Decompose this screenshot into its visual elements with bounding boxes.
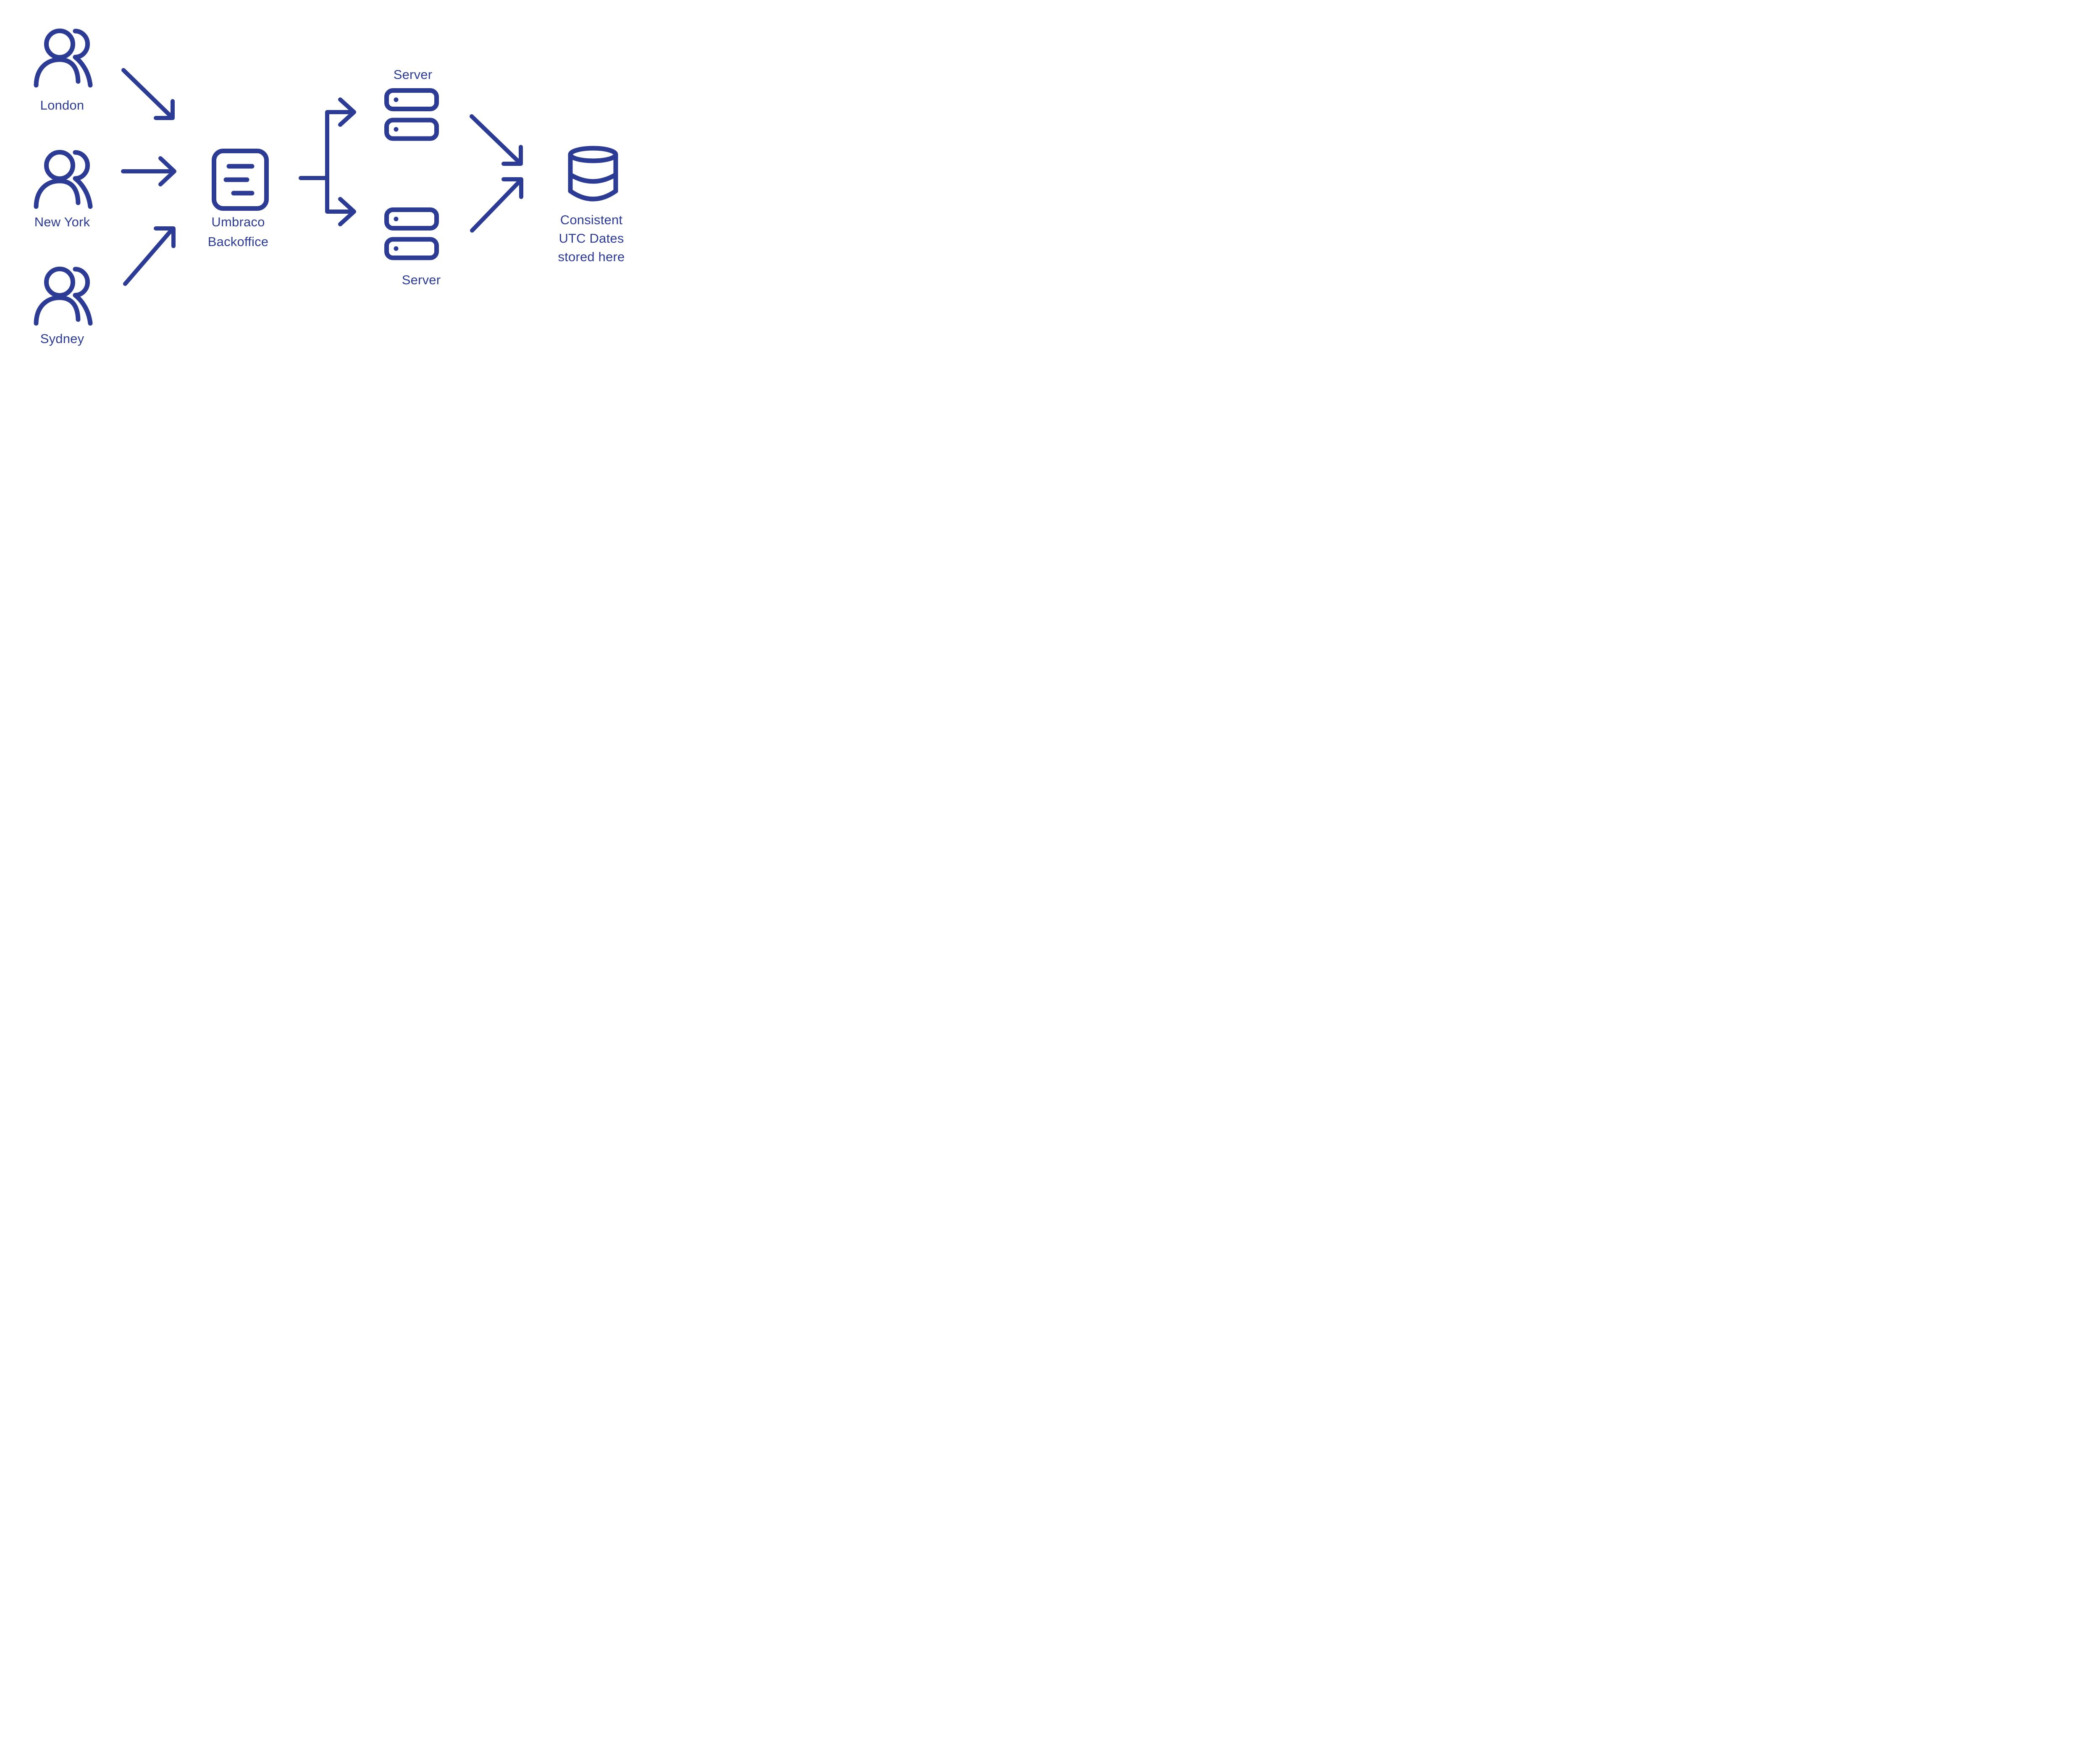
node-london: London bbox=[36, 31, 90, 113]
node-label-backoffice-line2: Backoffice bbox=[208, 234, 268, 249]
backoffice-panel-icon bbox=[212, 149, 269, 211]
database-icon bbox=[568, 146, 618, 202]
server-stack-icon bbox=[387, 210, 437, 258]
node-sydney: Sydney bbox=[36, 269, 90, 346]
node-label-backoffice-line1: Umbraco bbox=[211, 215, 265, 229]
branch-bracket bbox=[325, 110, 351, 214]
node-label-database-line1: Consistent bbox=[560, 212, 623, 227]
node-label-database-line3: stored here bbox=[558, 249, 625, 264]
arrow-head-icon bbox=[154, 226, 176, 248]
node-server-top: Server bbox=[387, 67, 437, 139]
arrow-sydney-to-backoffice bbox=[123, 226, 176, 286]
arrow-head-icon bbox=[154, 99, 175, 120]
diagram-stage: London New York Sydney bbox=[0, 0, 659, 375]
node-label-new-york: New York bbox=[34, 215, 90, 229]
arrow-server-bottom-to-database bbox=[470, 177, 523, 233]
node-label-london: London bbox=[40, 98, 84, 113]
arrow-head-icon bbox=[158, 156, 176, 186]
node-backoffice: Umbraco Backoffice bbox=[208, 149, 269, 249]
users-icon bbox=[36, 152, 90, 207]
node-label-server-bottom: Server bbox=[402, 273, 441, 287]
arrow-server-top-to-database bbox=[470, 114, 523, 166]
diagram-canvas: London New York Sydney bbox=[0, 0, 625, 346]
arrow-head-icon bbox=[338, 97, 356, 127]
users-icon bbox=[36, 31, 90, 86]
node-server-bottom: Server bbox=[387, 210, 441, 287]
node-label-server-top: Server bbox=[394, 67, 433, 82]
arrow-shaft bbox=[470, 114, 522, 165]
users-icon bbox=[36, 269, 90, 324]
arrow-shaft bbox=[470, 179, 522, 233]
node-new-york: New York bbox=[34, 152, 90, 229]
arrow-shaft bbox=[123, 227, 174, 286]
arrow-head-icon bbox=[501, 177, 523, 199]
arrow-new-york-to-backoffice bbox=[121, 156, 176, 186]
node-label-sydney: Sydney bbox=[40, 331, 84, 346]
node-label-database-line2: UTC Dates bbox=[559, 231, 624, 246]
node-database: Consistent UTC Dates stored here bbox=[558, 146, 625, 264]
arrow-head-icon bbox=[338, 197, 356, 226]
arrow-london-to-backoffice bbox=[121, 68, 175, 120]
arrow-shaft bbox=[121, 68, 174, 119]
arrow-head-icon bbox=[501, 145, 523, 166]
arrow-backoffice-to-servers bbox=[299, 97, 356, 226]
server-stack-icon bbox=[387, 91, 437, 139]
